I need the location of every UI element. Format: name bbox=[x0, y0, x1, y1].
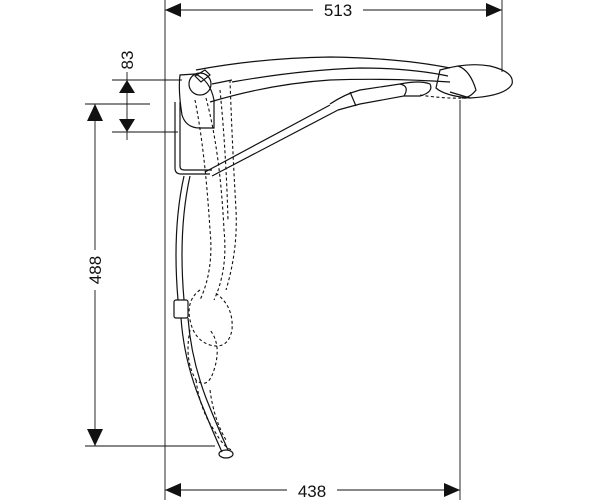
arrowhead-down bbox=[87, 429, 103, 446]
dimension-top-width: 513 bbox=[164, 0, 503, 140]
dimension-label-438: 438 bbox=[298, 482, 326, 500]
shower-head bbox=[419, 64, 513, 99]
hose-connector bbox=[173, 299, 189, 319]
hose-end bbox=[218, 449, 234, 459]
shower-arm bbox=[195, 56, 451, 103]
shower-hose bbox=[173, 175, 234, 459]
dimension-bottom-width: 438 bbox=[164, 100, 461, 500]
dimension-mount-height: 83 bbox=[112, 51, 182, 140]
arrowhead-left bbox=[165, 3, 181, 17]
wall-mount-bracket bbox=[174, 69, 233, 175]
hand-shower-lower-position bbox=[187, 79, 237, 451]
arrowhead-right bbox=[486, 3, 502, 17]
arrowhead-left bbox=[165, 483, 181, 497]
arrowhead-up bbox=[87, 104, 103, 121]
dimension-label-488: 488 bbox=[86, 256, 105, 284]
hand-shower-holder bbox=[204, 81, 432, 177]
arrowhead-down bbox=[119, 80, 135, 93]
arrowhead-up bbox=[119, 119, 135, 132]
dimension-label-83: 83 bbox=[118, 51, 137, 70]
dimension-left-height: 488 bbox=[85, 103, 215, 447]
dimension-label-513: 513 bbox=[324, 1, 352, 20]
arrowhead-right bbox=[444, 483, 460, 497]
